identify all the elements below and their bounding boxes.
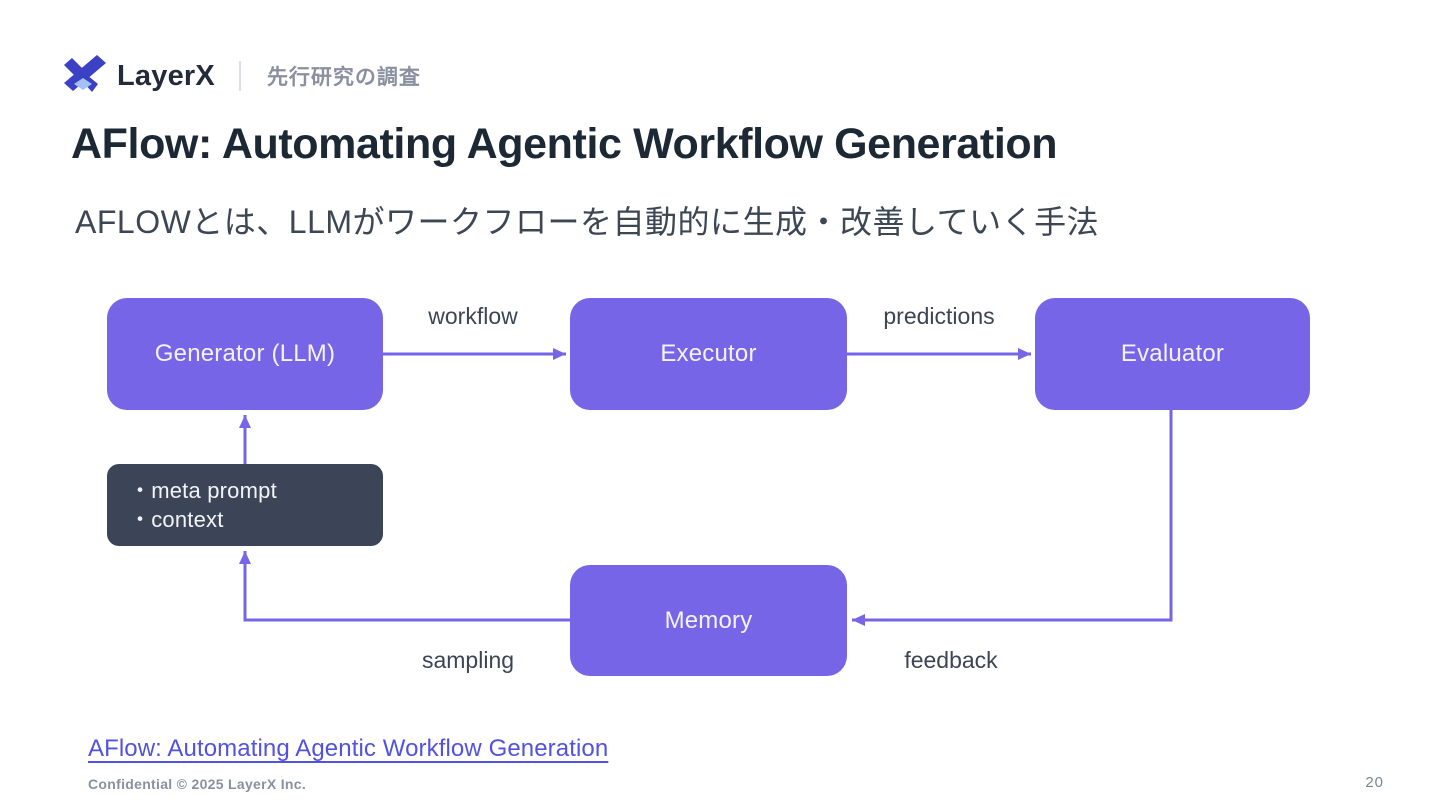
meta-prompt-line: ・meta prompt <box>129 477 277 503</box>
node-meta-prompt-context: ・meta prompt ・context <box>107 464 383 546</box>
header: LayerX 先行研究の調査 <box>62 54 421 98</box>
section-label: 先行研究の調査 <box>266 66 421 89</box>
edge-label-feedback: feedback <box>904 647 998 673</box>
layerx-logo-text: LayerX <box>117 59 215 92</box>
header-divider <box>238 61 241 91</box>
node-generator: Generator (LLM) <box>107 298 383 410</box>
edge-label-predictions: predictions <box>883 303 995 329</box>
edge-label-workflow: workflow <box>428 303 518 329</box>
layerx-logo-icon <box>62 55 108 97</box>
page-subtitle: AFLOWとは、LLMがワークフローを自動的に生成・改善していく手法 <box>75 204 1100 240</box>
confidential-notice: Confidential © 2025 LayerX Inc. <box>88 776 307 792</box>
node-memory: Memory <box>570 565 847 676</box>
node-executor: Executor <box>570 298 847 410</box>
paper-link[interactable]: AFlow: Automating Agentic Workflow Gener… <box>88 735 609 762</box>
edge-evaluator-memory <box>852 410 1173 626</box>
page-title: AFlow: Automating Agentic Workflow Gener… <box>71 120 1058 168</box>
page-number: 20 <box>1365 774 1384 791</box>
edge-memory-meta <box>239 551 570 622</box>
layerx-logo: LayerX <box>62 55 215 97</box>
edge-label-sampling: sampling <box>421 647 515 673</box>
context-line: ・context <box>129 507 224 532</box>
node-evaluator: Evaluator <box>1035 298 1310 410</box>
